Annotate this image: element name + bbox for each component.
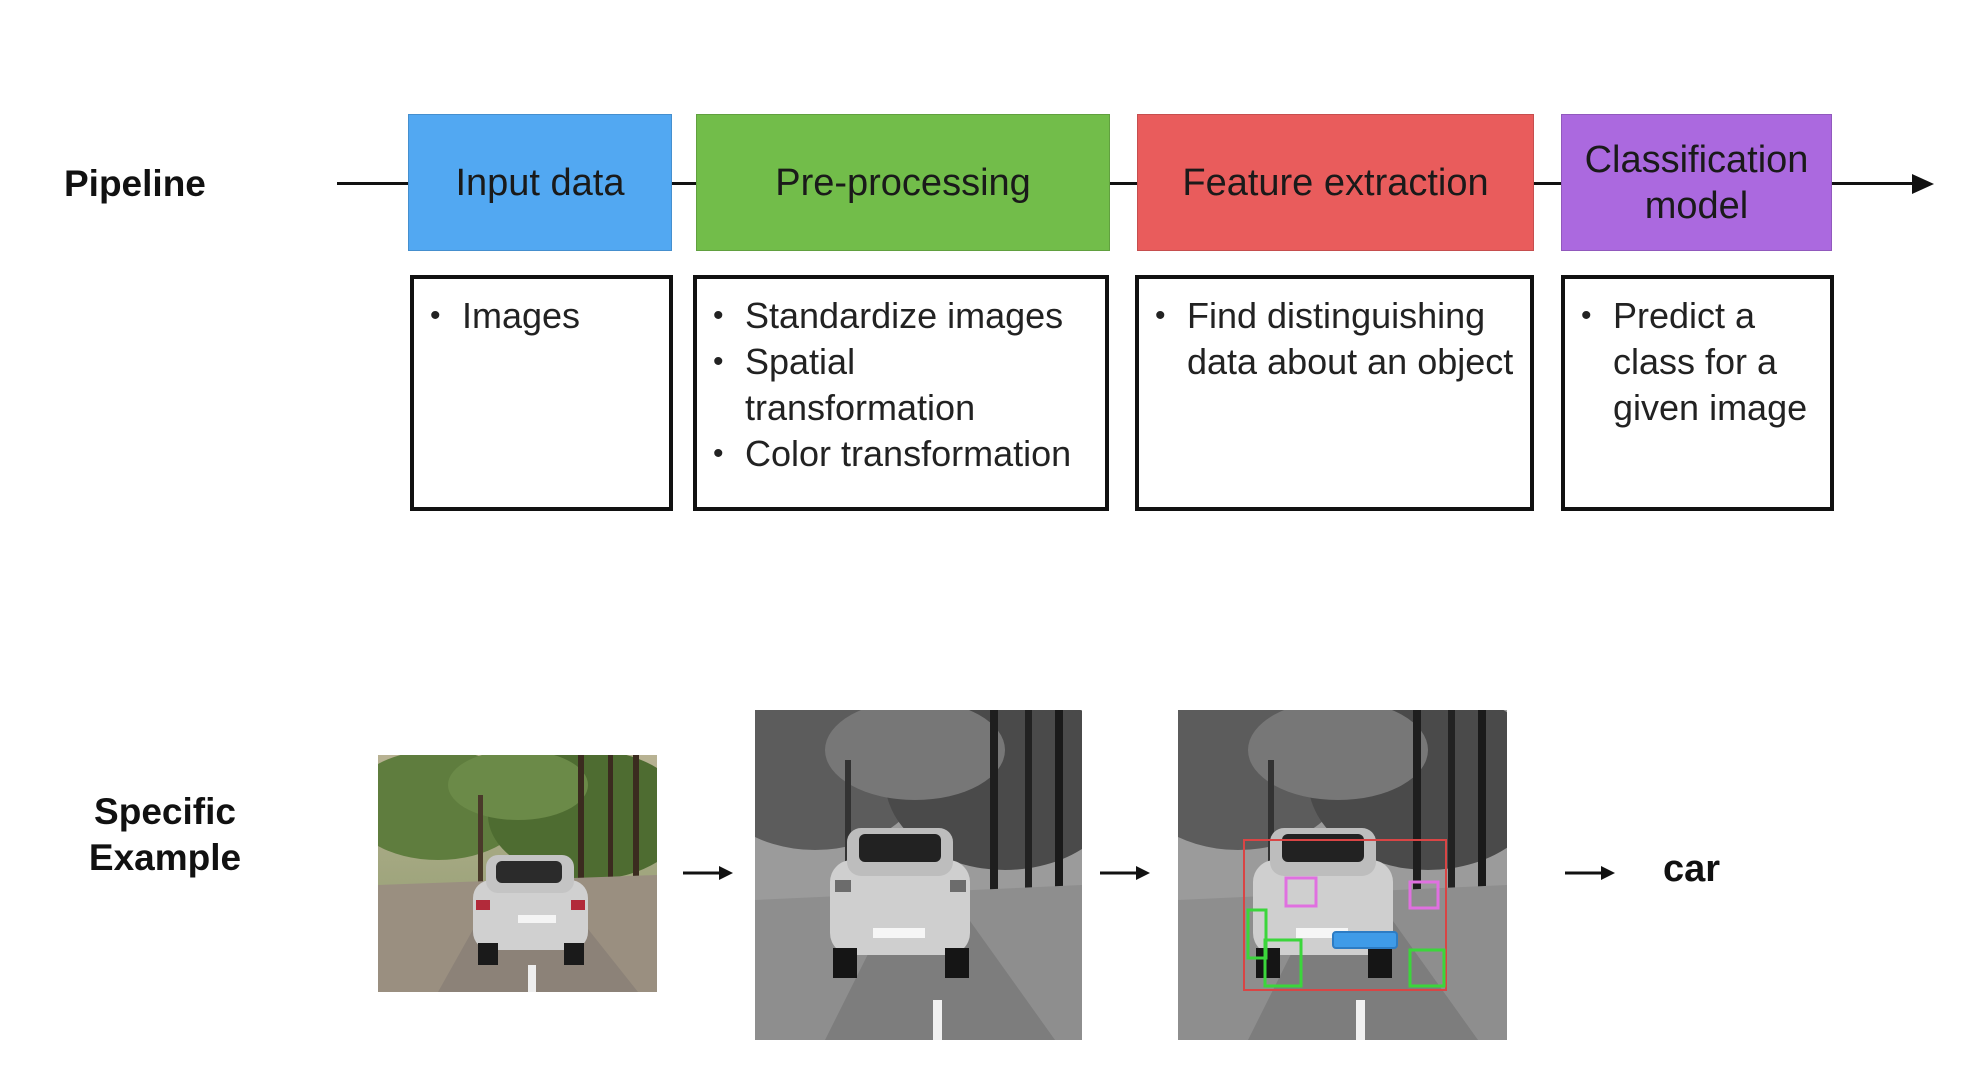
- left-wheel-box: [1246, 908, 1268, 960]
- bullet-item: Find distinguishing data about an object: [1153, 293, 1522, 385]
- feature-annotated-car-photo: [1178, 710, 1507, 1040]
- detail-pre-processing: Standardize images Spatial transformatio…: [693, 275, 1109, 511]
- stage-title: Pre-processing: [775, 161, 1031, 204]
- pipeline-line-end: [1831, 182, 1917, 185]
- bullet-item: Images: [428, 293, 661, 339]
- example-arrow-1-icon: [683, 866, 733, 880]
- detail-feature-extraction: Find distinguishing data about an object: [1135, 275, 1534, 511]
- bullet-item: Spatial transformation: [711, 339, 985, 431]
- color-car-photo: [378, 755, 657, 992]
- pipeline-line-3: [1533, 182, 1562, 185]
- stage-title: Feature extraction: [1182, 161, 1489, 204]
- detail-input-data: Images: [410, 275, 673, 511]
- left-rear-wheel-box: [1263, 938, 1303, 988]
- pipeline-line-1: [671, 182, 697, 185]
- bullet-item: Color transformation: [711, 431, 1097, 477]
- stage-title: Classification model: [1584, 138, 1809, 227]
- pipeline-arrow-head-icon: [1912, 174, 1934, 194]
- bullet-item: Standardize images: [711, 293, 1097, 339]
- example-arrow-3-icon: [1565, 866, 1615, 880]
- example-label: Specific Example: [88, 791, 242, 878]
- pipeline-label: Pipeline: [64, 163, 206, 204]
- right-wheel-box: [1408, 948, 1446, 988]
- stage-classification-model: Classification model: [1561, 114, 1832, 251]
- object-outline-box: [1243, 839, 1447, 991]
- stage-input-data: Input data: [408, 114, 672, 251]
- grayscale-car-photo: [755, 710, 1082, 1040]
- stage-pre-processing: Pre-processing: [696, 114, 1110, 251]
- detail-classification-model: Predict a class for a given image: [1561, 275, 1834, 511]
- pipeline-line-2: [1109, 182, 1138, 185]
- pipeline-line-start: [337, 182, 409, 185]
- left-light-box: [1284, 876, 1318, 908]
- stage-feature-extraction: Feature extraction: [1137, 114, 1534, 251]
- classification-result: car: [1663, 848, 1721, 890]
- bullet-item: Predict a class for a given image: [1579, 293, 1822, 431]
- plate-box: [1332, 931, 1398, 949]
- right-light-box: [1408, 880, 1440, 910]
- stage-title: Input data: [455, 161, 625, 204]
- example-arrow-2-icon: [1100, 866, 1150, 880]
